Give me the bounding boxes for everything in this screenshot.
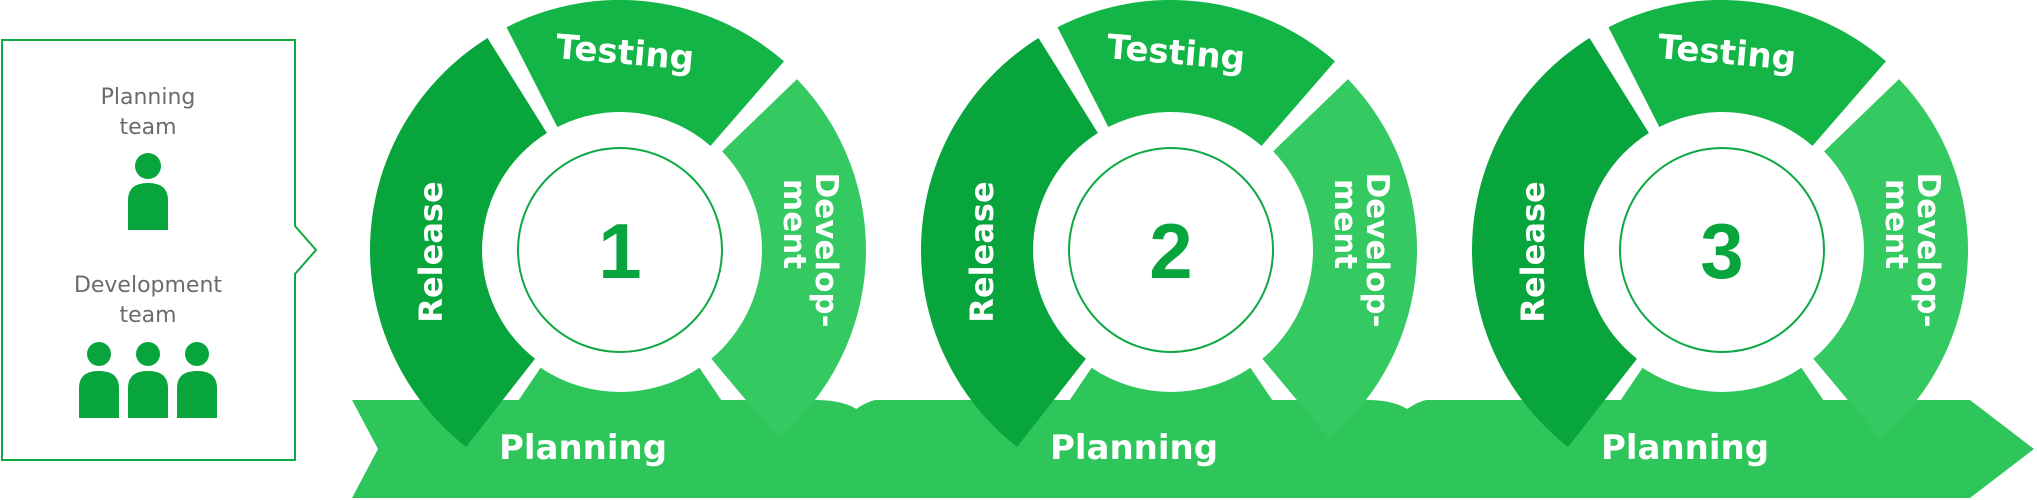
development-label-line1: Develop- (1910, 173, 1946, 328)
number-circle (517, 147, 723, 353)
development-team-label-line2: team (119, 303, 176, 328)
release-label: Release (1514, 181, 1552, 322)
planning-arc (482, 367, 758, 496)
person-icon (128, 153, 168, 230)
cycle-number: 3 (1700, 207, 1743, 295)
group-icon (79, 342, 217, 418)
release-segment (370, 38, 547, 447)
planning-arc (1584, 367, 1860, 496)
planning-arc (1033, 367, 1309, 496)
cycle-number: 1 (598, 207, 641, 295)
development-segment (1813, 79, 1968, 439)
planning-label: Planning (499, 428, 667, 468)
development-label-line1: Develop- (1359, 173, 1395, 328)
development-label-line1: Develop- (808, 173, 844, 328)
release-label: Release (963, 181, 1001, 322)
cycle-number: 2 (1149, 207, 1192, 295)
development-team-label-line1: Development (74, 273, 222, 298)
development-segment (711, 79, 866, 439)
team-legend: Planning team Development team (1, 39, 318, 461)
planning-team-label-line1: Planning (101, 85, 196, 110)
development-label-line2: ment (1878, 179, 1914, 269)
planning-label: Planning (1050, 428, 1218, 468)
number-circle (1068, 147, 1274, 353)
testing-segment (506, 0, 784, 146)
planning-label: Planning (1601, 428, 1769, 468)
release-segment (1472, 38, 1649, 447)
inner-disc (1039, 118, 1303, 382)
inner-disc (488, 118, 752, 382)
number-circle (1619, 147, 1825, 353)
release-segment (921, 38, 1098, 447)
testing-segment (1057, 0, 1335, 146)
release-label: Release (412, 181, 450, 322)
testing-segment (1608, 0, 1886, 146)
development-label-line2: ment (776, 179, 812, 269)
legend-box (1, 39, 318, 461)
planning-team-label-line2: team (119, 115, 176, 140)
development-label-line2: ment (1327, 179, 1363, 269)
development-segment (1262, 79, 1417, 439)
inner-disc (1590, 118, 1854, 382)
